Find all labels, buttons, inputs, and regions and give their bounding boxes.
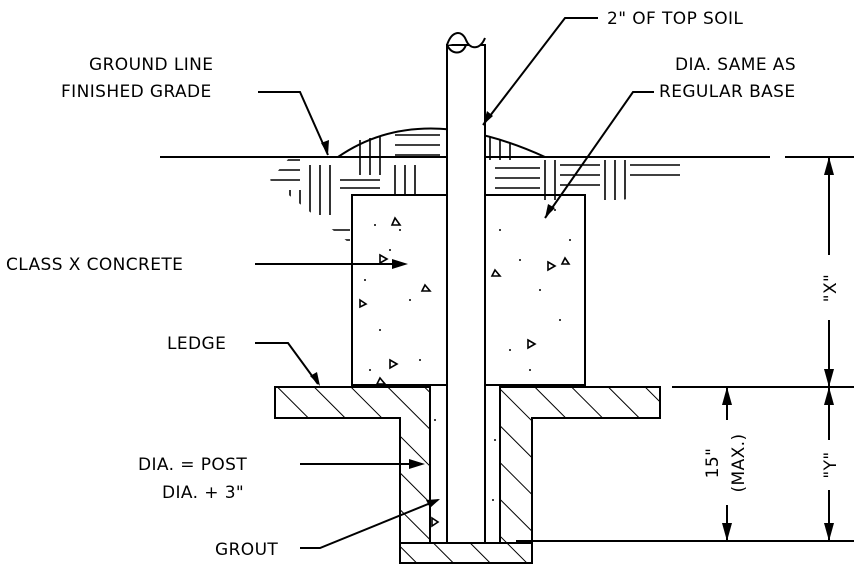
dimension-lines: [516, 156, 854, 542]
label-dia-same: DIA. SAME AS: [675, 55, 796, 75]
label-regular-base: REGULAR BASE: [659, 82, 796, 102]
label-top-soil: 2" OF TOP SOIL: [607, 9, 743, 29]
leaders: [255, 17, 654, 549]
arrow-top-soil: [483, 111, 493, 125]
label-dia-post: DIA. = POST: [138, 455, 247, 475]
post: [446, 32, 486, 544]
label-dia-plus: DIA. + 3": [162, 483, 244, 503]
label-grout: GROUT: [215, 540, 278, 560]
ledge-rock: [274, 386, 661, 564]
concrete-base-right: [484, 194, 586, 386]
label-finished-grade: FINISHED GRADE: [61, 82, 212, 102]
dim-y-label: "Y": [821, 451, 841, 478]
dim-15-label: 15": [703, 448, 723, 479]
soil-hatch: [270, 130, 680, 241]
dim-max-label: (MAX.): [729, 433, 749, 492]
aggregate-triangles: [359, 216, 571, 528]
dim-x-label: "X": [821, 274, 841, 303]
label-ground-line: GROUND LINE: [89, 55, 213, 75]
label-ledge: LEDGE: [167, 334, 226, 354]
label-class-x-concrete: CLASS X CONCRETE: [6, 255, 183, 275]
mound-arc: [337, 127, 546, 158]
